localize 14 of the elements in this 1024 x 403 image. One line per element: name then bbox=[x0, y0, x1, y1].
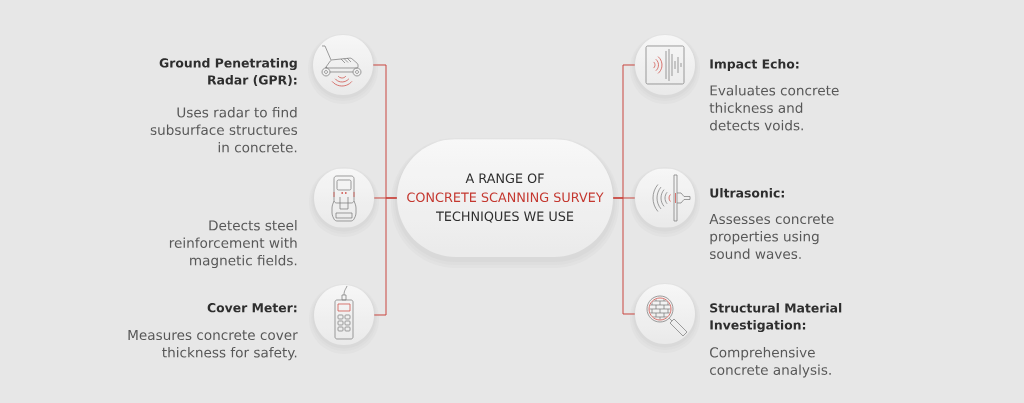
description-text: Evaluates concrete thickness and detects voids. bbox=[709, 85, 839, 131]
heading-text: Structural Material Investigation: bbox=[710, 303, 842, 333]
connector-line bbox=[373, 197, 398, 316]
title-pill: A RANGE OF CONCRETE SCANNING SURVEY TECHNIQUES WE USE bbox=[391, 138, 619, 268]
description-text: Uses radar to find subsurface structures in concrete. bbox=[150, 107, 298, 153]
connector-line bbox=[612, 197, 636, 315]
description-text: Measures concrete cover thickness for safety. bbox=[128, 330, 298, 361]
heading-text: Ultrasonic: bbox=[710, 188, 784, 198]
description-text: Comprehensive concrete analysis. bbox=[710, 347, 831, 378]
heading-text: Cover Meter: bbox=[207, 303, 297, 313]
description-text: Assesses concrete properties using sound waves. bbox=[709, 214, 834, 260]
description-text: Detects steel reinforcement with magnetic fields. bbox=[169, 220, 297, 269]
heading-text: Impact Echo: bbox=[710, 59, 799, 71]
heading-text: Ground Penetrating Radar (GPR): bbox=[159, 58, 297, 87]
